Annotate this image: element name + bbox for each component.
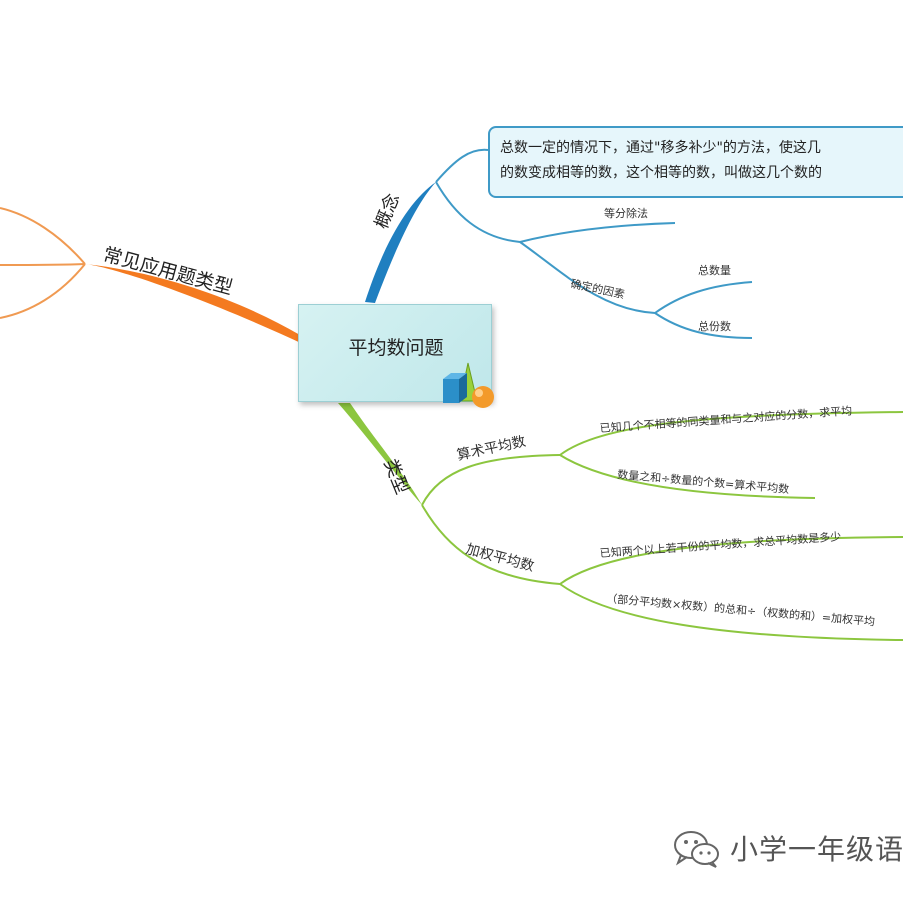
central-topic: 平均数问题 — [298, 304, 494, 408]
wechat-icon — [674, 831, 719, 868]
orange-sub-branch-mid — [0, 263, 86, 266]
blue-to-sub — [435, 181, 521, 243]
definition-line-1: 总数一定的情况下，通过"移多补少"的方法，使这几 — [500, 140, 821, 156]
blue-branch — [365, 182, 436, 303]
concept-definition-box: 总数一定的情况下，通过"移多补少"的方法，使这几 的数变成相等的数，这个相等的数… — [488, 126, 903, 198]
branch-label-types: 类型 — [379, 456, 412, 497]
green-branch — [338, 403, 422, 505]
watermark-text: 小学一年级语 — [730, 833, 903, 866]
arithmetic-to-item-1 — [559, 411, 903, 456]
factor-total-parts: 总份数 — [698, 319, 731, 333]
definition-line-2: 的数变成相等的数，这个相等的数，叫做这几个数的 — [500, 165, 822, 181]
arithmetic-item-1: 已知几个不相等的同类量和与之对应的分数，求平均 — [599, 403, 852, 435]
blue-to-method — [519, 222, 676, 243]
green-to-arithmetic — [421, 454, 561, 506]
arithmetic-mean-label: 算术平均数 — [456, 434, 528, 464]
weighted-to-item-1 — [559, 536, 903, 585]
weighted-item-2: （部分平均数×权数）的总和÷（权数的和）=加权平均 — [606, 591, 876, 628]
watermark: 小学一年级语 — [672, 828, 903, 868]
central-topic-title: 平均数问题 — [348, 337, 444, 359]
geometric-shapes-icon — [443, 362, 494, 408]
blue-to-factor-1 — [654, 281, 753, 314]
method-label: 等分除法 — [604, 206, 648, 220]
factors-label: 确定的因素 — [569, 276, 626, 301]
weighted-item-1: 已知两个以上若干份的平均数，求总平均数是多少 — [599, 529, 841, 560]
blue-to-factors — [519, 241, 656, 314]
orange-sub-branch-bottom — [0, 263, 86, 319]
factor-total-quantity: 总数量 — [698, 263, 731, 277]
weighted-to-item-2 — [559, 583, 903, 641]
orange-sub-branch-top — [0, 207, 86, 265]
blue-to-factor-2 — [654, 312, 753, 339]
blue-to-definition — [435, 148, 489, 183]
green-to-weighted — [421, 504, 561, 585]
arithmetic-to-item-2 — [559, 454, 816, 499]
weighted-mean-label: 加权平均数 — [464, 541, 536, 575]
